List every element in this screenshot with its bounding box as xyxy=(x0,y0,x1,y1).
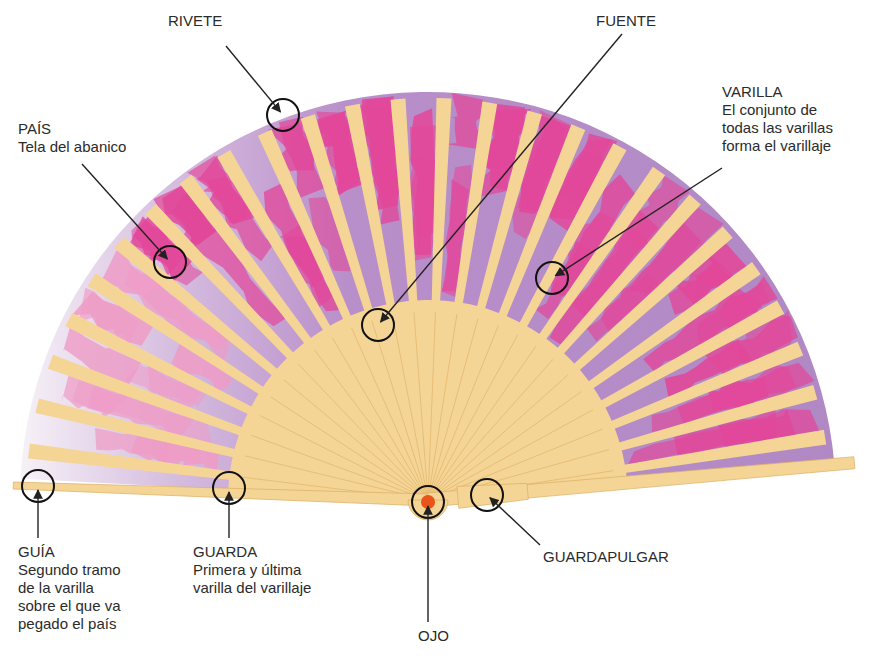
part-name: GUARDAPULGAR xyxy=(543,548,669,566)
leader-line xyxy=(381,34,622,322)
part-name: PAÍS xyxy=(18,120,51,138)
leader-line xyxy=(555,168,722,276)
stick-lines xyxy=(229,300,625,500)
part-name: GUARDA xyxy=(193,543,257,561)
leader-line xyxy=(228,492,229,538)
part-description: Segundo tramo de la varilla sobre el que… xyxy=(18,561,132,633)
part-name: RIVETE xyxy=(168,12,222,30)
part-description: Tela del abanico xyxy=(18,138,168,156)
part-name: GUÍA xyxy=(18,543,55,561)
part-description: El conjunto de todas las varillas forma … xyxy=(722,101,856,155)
part-description: Primera y última varilla del varillaje xyxy=(193,561,335,597)
fan-source xyxy=(228,300,627,500)
leader-line xyxy=(490,498,540,545)
callouts xyxy=(22,34,722,622)
part-name: VARILLA xyxy=(722,83,783,101)
sticks xyxy=(28,98,826,481)
callout-circle xyxy=(362,309,394,341)
leader-line xyxy=(82,164,167,259)
thumb-guard xyxy=(457,483,528,508)
callout-circle xyxy=(536,262,568,294)
leader-line xyxy=(226,46,280,112)
part-name: OJO xyxy=(418,627,449,645)
callout-circle xyxy=(267,99,299,131)
fan xyxy=(13,92,855,520)
leader-line xyxy=(427,506,428,622)
callout-circle xyxy=(154,246,186,278)
leader-line xyxy=(37,490,38,538)
part-name: FUENTE xyxy=(596,12,656,30)
